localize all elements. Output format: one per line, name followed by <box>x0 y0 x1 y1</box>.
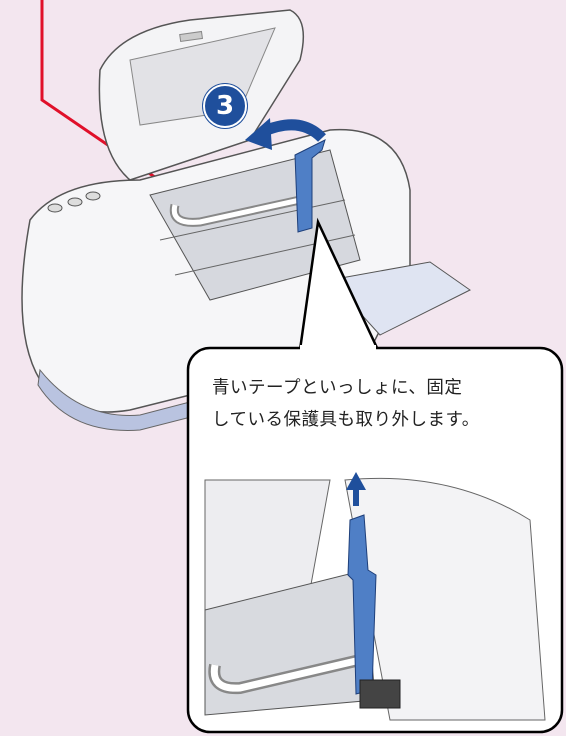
callout-line-2: している保護具も取り外します。 <box>212 410 480 430</box>
callout-line-1: 青いテープといっしょに、固定 <box>212 378 463 398</box>
up-arrow-icon <box>346 472 366 506</box>
callout-text: 青いテープといっしょに、固定 している保護具も取り外します。 <box>212 372 552 436</box>
blue-tape <box>294 139 326 233</box>
closeup-illustration <box>200 477 550 721</box>
step-number-badge: 3 <box>203 84 247 128</box>
